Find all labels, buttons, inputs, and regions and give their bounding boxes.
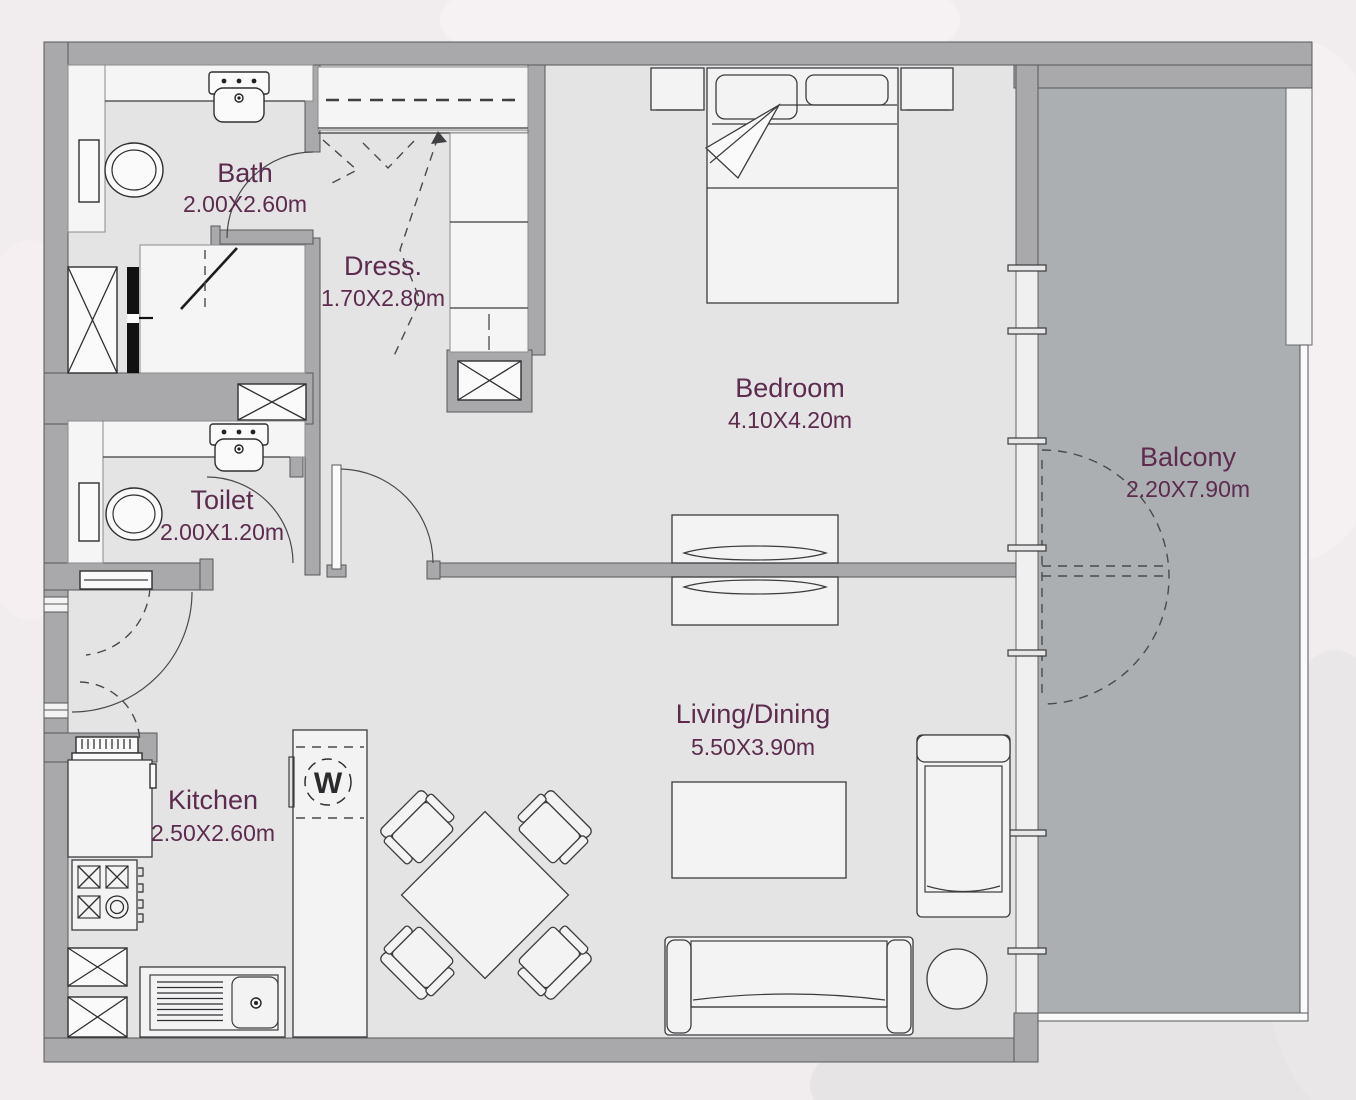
left-wall-window <box>43 596 69 613</box>
room-labels: Bath 2.00X2.60m Dress. 1.70X2.80m Toilet… <box>151 158 1250 846</box>
stove-icon <box>71 859 144 931</box>
label-bedroom: Bedroom <box>735 373 845 403</box>
wall-bedroom-living <box>432 562 1017 578</box>
dims-balcony: 2.20X7.90m <box>1126 476 1250 502</box>
wall-bottom <box>43 1037 1021 1063</box>
kitchen-fixtures: W <box>67 729 368 1038</box>
cabinet-box <box>67 947 128 987</box>
balcony-rail-bottom <box>1037 1012 1309 1022</box>
label-dress: Dress. <box>344 251 422 281</box>
label-living: Living/Dining <box>676 699 831 729</box>
toilet-room <box>67 420 306 564</box>
washer-counter: W <box>288 729 368 1038</box>
shower-icon <box>67 244 306 374</box>
folding-door-dashes <box>322 131 447 361</box>
balcony-area <box>1037 87 1313 1022</box>
label-balcony: Balcony <box>1140 442 1237 472</box>
balcony-rail-top <box>1285 87 1313 346</box>
pillow <box>715 74 798 120</box>
wall-top-balcony <box>1013 64 1313 89</box>
tv-icon <box>682 579 828 595</box>
outer-walls <box>43 41 1313 1063</box>
door-foot <box>426 560 441 580</box>
bedroom-door-swing <box>340 468 434 564</box>
door-post <box>331 464 342 570</box>
fridge <box>67 759 153 858</box>
tv-icon <box>682 545 828 561</box>
nightstand <box>900 67 954 111</box>
kitchen-sink-icon <box>139 966 286 1038</box>
dining-chair <box>517 925 592 1000</box>
dining-chair <box>380 790 455 865</box>
nightstand <box>650 67 705 111</box>
living-furniture <box>664 734 1011 1036</box>
label-kitchen: Kitchen <box>168 785 258 815</box>
door-foot <box>199 558 214 591</box>
label-bath: Bath <box>217 158 273 188</box>
tv-unit <box>671 514 839 626</box>
double-bed <box>704 67 899 304</box>
wardrobe <box>317 66 529 134</box>
wall-bath-south-stub <box>214 229 314 245</box>
sink-icon <box>209 423 269 472</box>
dims-bath: 2.00X2.60m <box>183 191 307 217</box>
blanket-fold <box>704 103 781 180</box>
pillow <box>805 74 889 106</box>
toilet-icon <box>78 139 164 203</box>
sofa <box>664 936 914 1036</box>
label-toilet: Toilet <box>190 485 254 515</box>
side-table <box>926 948 988 1010</box>
wall-top <box>43 41 1313 66</box>
cabinet-box <box>67 996 128 1038</box>
dining-set <box>380 790 592 1000</box>
dims-kitchen: 2.50X2.60m <box>151 820 275 846</box>
dims-living: 5.50X3.90m <box>691 734 815 760</box>
window-mullions <box>1007 264 1047 955</box>
heater-icon <box>71 736 143 762</box>
sink-icon <box>208 71 270 123</box>
dining-table <box>400 810 570 980</box>
toilet-icon <box>78 482 163 542</box>
duct-shaft <box>446 349 533 413</box>
wall-corner-br <box>1013 1012 1039 1063</box>
washer-label: W <box>314 767 343 800</box>
fridge-handle <box>149 763 157 789</box>
dims-toilet: 2.00X1.20m <box>160 519 284 545</box>
wall-left <box>43 41 69 1063</box>
dining-chair <box>517 790 592 865</box>
entrance <box>71 570 193 745</box>
bath-room <box>67 64 314 374</box>
duct-shaft <box>237 383 307 421</box>
armchair <box>916 734 1011 918</box>
coffee-table <box>671 781 847 879</box>
bath-door-swing <box>226 151 314 239</box>
washing-machine-icon <box>304 758 352 806</box>
balcony-door-swing <box>1041 449 1170 705</box>
dims-dress: 1.70X2.80m <box>321 285 445 311</box>
toilet-door-swing <box>206 476 294 564</box>
left-wall-window <box>43 702 69 719</box>
window-wall-balcony <box>1007 64 1047 1014</box>
closet-shelves <box>449 132 529 353</box>
balcony-rail-right <box>1299 344 1309 1016</box>
arrow-icon <box>431 131 447 144</box>
bedroom-furniture <box>650 67 954 304</box>
glass-wall <box>1015 266 1039 1014</box>
dining-chair <box>380 925 455 1000</box>
wall-dress-right <box>527 64 546 356</box>
entrance-door-swing <box>71 591 193 713</box>
dress-room <box>317 66 529 361</box>
dims-bedroom: 4.10X4.20m <box>728 407 852 433</box>
